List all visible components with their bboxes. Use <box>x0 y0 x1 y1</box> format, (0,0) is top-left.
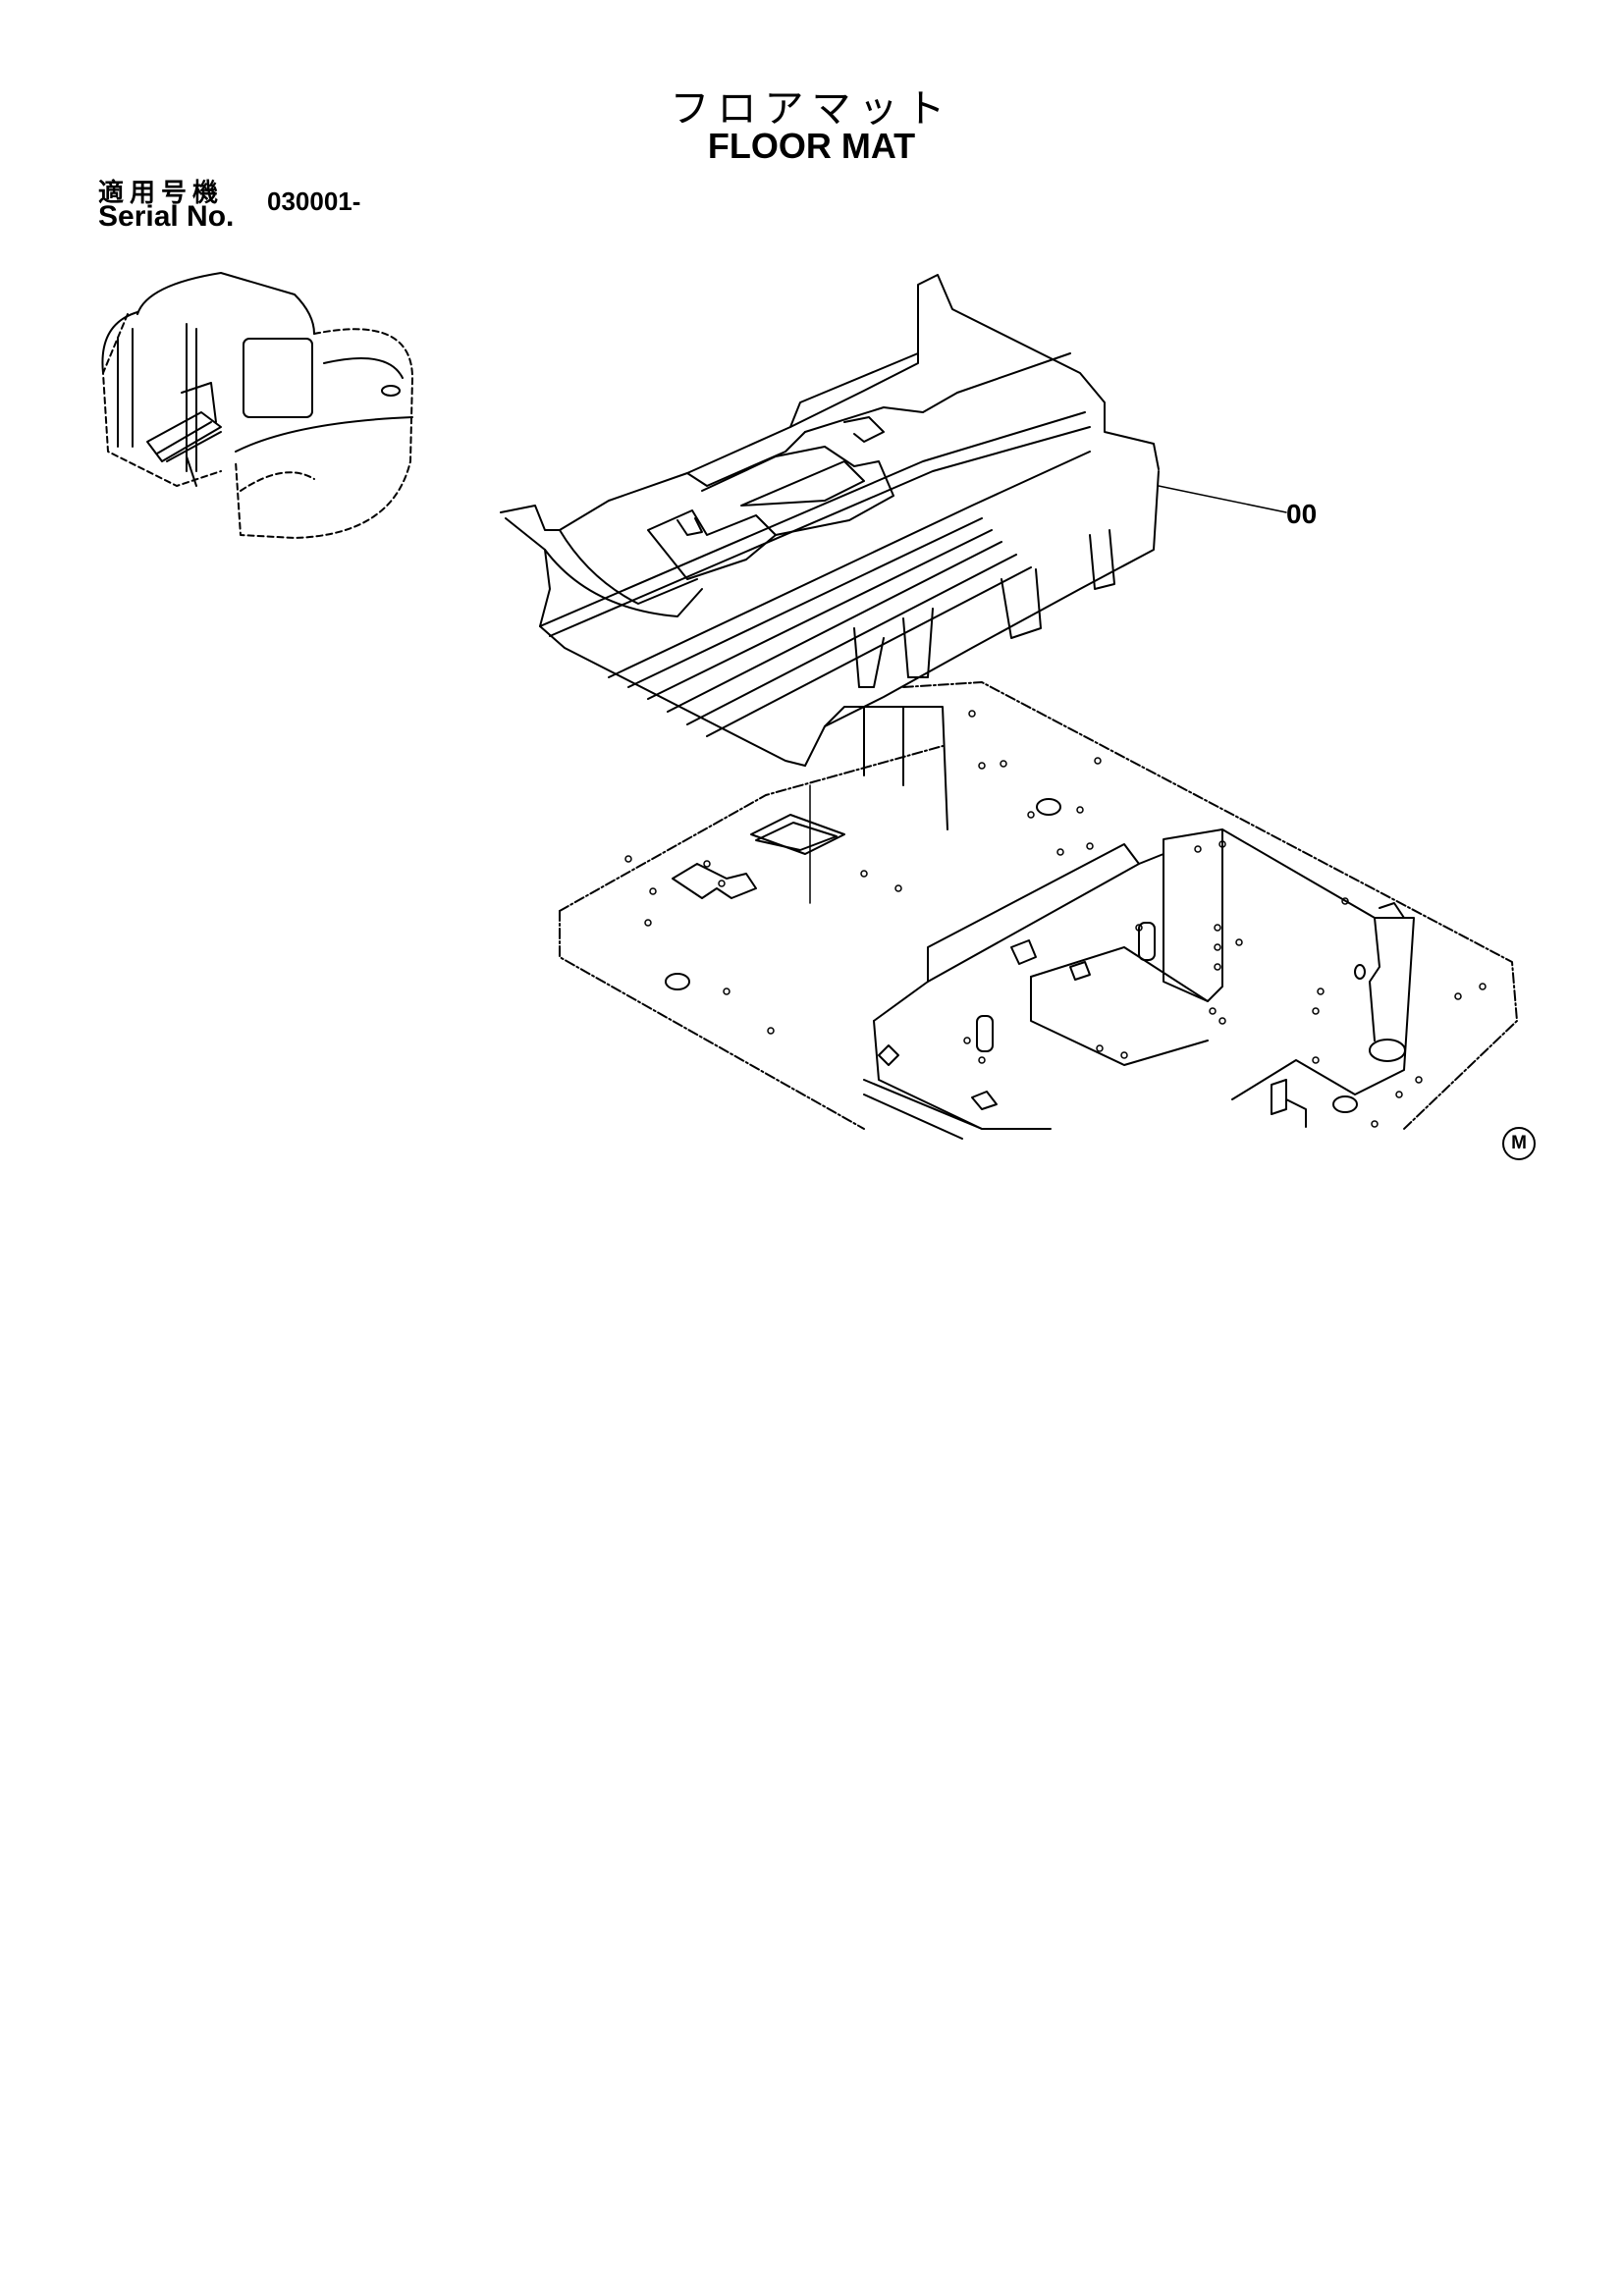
base-plate <box>559 681 1518 1130</box>
cab-overview-illustration <box>101 272 413 539</box>
page-title-jp: フロアマット <box>670 86 953 132</box>
serial-label-jp: 適用号機 <box>98 179 225 208</box>
serial-value: 030001- <box>267 187 361 216</box>
floor-mat-part <box>500 274 1160 830</box>
page-title-en: FLOOR MAT <box>707 126 916 166</box>
box-assembly <box>863 828 1415 1140</box>
callout-label-00: 00 <box>1286 499 1318 529</box>
corner-mark: M <box>1502 1127 1536 1160</box>
serial-label-en: Serial No. <box>98 200 235 233</box>
callout-00-leader <box>1158 485 1287 513</box>
